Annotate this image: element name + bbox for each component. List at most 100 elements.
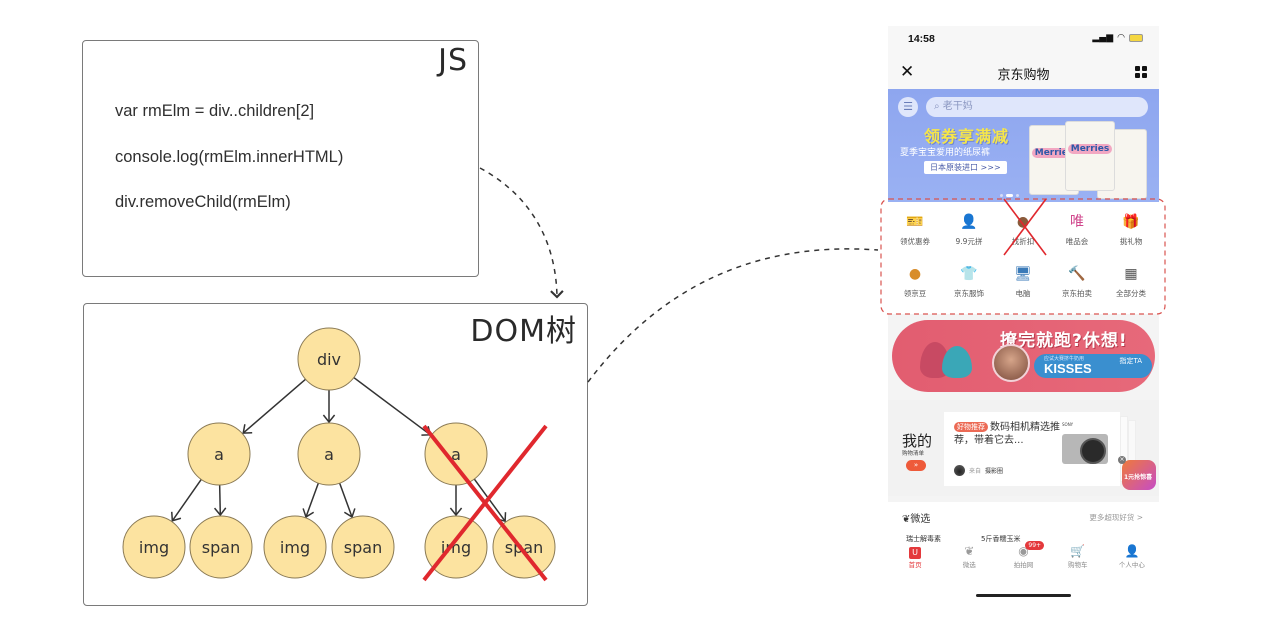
tab-label: 购物车 [1067,561,1088,569]
weixuan-item[interactable]: 5斤香糯玉米 [981,535,1021,543]
profile-icon: 👤 [1124,544,1140,558]
hero-banner[interactable]: ☰ ⌕ 老干妈 领券享满减 夏季宝宝爱用的纸尿裤 日本原装进口 >>> Merr… [888,89,1159,202]
tree-node-leaf: img [263,515,327,579]
shortcut-label: 9.9元拼 [955,237,983,246]
badge: 99+ [1025,541,1045,550]
weixuan-logo-icon: ❦ [902,514,911,525]
shortcut-shirt[interactable]: 👕京东服饰 [942,264,996,299]
tab-label: 拍拍网 [1013,561,1034,569]
recommend-card[interactable]: 数码相机精选推荐，带着它去... 好物推荐 来自 摄影圈 SONY [944,412,1120,486]
tree-node-root: div [297,327,361,391]
tree-edge [242,378,307,434]
tree-node-leaf: span [331,515,395,579]
tab-label: 个人中心 [1118,561,1145,569]
cart-icon: 🛒 [1070,544,1086,558]
nav-bar: ✕ 京东购物 [888,56,1159,89]
promo-cta: 指定TA [1119,357,1142,365]
shortcut-user[interactable]: 👤 9.9元拼 [942,212,996,247]
tab-paipai[interactable]: ◉99+拍拍网 [996,541,1050,574]
tab-weixuan[interactable]: ❦ 微选 [942,544,996,574]
shortcut-computer[interactable]: 🖥电脑 [996,264,1050,299]
shortcut-label: 领京豆 [903,289,927,298]
weixuan-icon: ❦ [964,544,975,558]
shopping-list-card[interactable]: 我的 购物清单 » 数码相机精选推荐，带着它去... 好物推荐 来自 摄影圈 S… [888,400,1159,496]
discount-icon: ● [1016,214,1030,230]
recommend-tag: 好物推荐 [954,422,988,432]
shortcut-label: 京东服饰 [954,289,984,298]
shortcut-gift[interactable]: 🎁挑礼物 [1104,212,1158,247]
shortcut-auction[interactable]: 🔨京东拍卖 [1050,264,1104,299]
shortcut-vip[interactable]: 唯唯品会 [1050,212,1104,247]
camera-image [1062,434,1108,464]
node-label: span [344,538,382,557]
search-placeholder: 老干妈 [942,101,973,112]
node-label: a [451,445,461,464]
banner-cta[interactable]: 日本原装进口 >>> [924,161,1007,174]
tab-profile[interactable]: 👤 个人中心 [1105,544,1159,574]
promo-small-text: 应试大赛挤牛奶用 [1044,356,1085,362]
arrowhead-icon [343,508,356,519]
source-label: 来自 [969,468,982,475]
removed-cross-mark [422,424,548,582]
floating-ad[interactable]: 1元抢惊喜 [1122,460,1156,490]
node-label: div [317,350,341,369]
tree-node: a [424,422,488,486]
bean-icon: ● [908,266,922,282]
close-icon[interactable]: ✕ [900,62,915,82]
vip-icon: 唯 [1070,214,1084,230]
shortcut-label: 领优惠券 [900,237,930,246]
search-input[interactable]: ⌕ 老干妈 [926,97,1148,117]
weixuan-more-link[interactable]: 更多超现好货 > [1089,513,1143,522]
node-label: span [202,538,240,557]
code-line: div.removeChild(rmElm) [115,193,291,211]
close-icon[interactable]: × [1118,456,1126,464]
promo-banner[interactable]: 撩完就跑?休想! 应试大赛挤牛奶用 KISSES 指定TA [892,320,1155,392]
shortcut-label: 全部分类 [1116,289,1146,298]
js-to-dom-connector [479,167,564,299]
js-code-panel: JS var rmElm = div..children[2] console.… [82,40,479,277]
code-line: var rmElm = div..children[2] [115,102,315,120]
coupon-icon: 🎫 [906,214,924,230]
home-indicator[interactable] [976,594,1071,597]
node-label: a [214,445,224,464]
phone-screen: 14:58 ▂▄▆ ◠ ✕ 京东购物 ☰ ⌕ 老干妈 领券享满减 夏季宝宝爱用的… [888,26,1159,606]
promo-pill[interactable]: 应试大赛挤牛奶用 KISSES 指定TA [1034,354,1152,378]
tree-edge [338,482,353,518]
product-image: Merries Merries [1025,119,1147,199]
shortcut-bean[interactable]: ● 领京豆 [888,264,942,299]
weixuan-section: ❦微选 更多超现好货 > 瑞士解毒素 5斤香糯玉米 [888,502,1159,547]
tree-node-leaf: span [189,515,253,579]
shortcut-category[interactable]: ▦ 全部分类 [1104,264,1158,299]
status-bar: 14:58 ▂▄▆ ◠ [888,26,1159,56]
grid-icon[interactable] [1135,66,1147,78]
tree-node: a [297,422,361,486]
js-panel-title: JS [438,43,468,78]
shortcut-discount[interactable]: ●找折扣 [996,212,1050,247]
user-icon: 👤 [960,214,978,230]
status-time: 14:58 [908,33,935,45]
battery-charging-icon [1129,34,1143,42]
carousel-dots[interactable] [1000,194,1019,197]
menu-icon[interactable]: ☰ [898,97,918,117]
shortcut-icon-grid: 🎫领优惠券👤9.9元拼●找折扣唯唯品会🎁挑礼物●领京豆👕京东服饰🖥电脑🔨京东拍卖… [888,202,1159,314]
shortcut-label: 唯品会 [1065,237,1089,246]
category-icon: ▦ [1124,266,1138,282]
banner-headline: 领券享满减 [924,127,1010,146]
node-label: img [139,538,169,557]
signal-icon: ▂▄▆ [1092,33,1114,43]
recommend-source: 来自 摄影圈 [954,465,1003,476]
wifi-icon: ◠ [1117,33,1125,43]
promo-headline: 撩完就跑?休想! [1000,331,1128,351]
weixuan-item[interactable]: 瑞士解毒素 [906,535,941,543]
tab-cart[interactable]: 🛒 购物车 [1051,544,1105,574]
shop-card-subtitle: 购物清单 [902,451,925,457]
banner-subtitle: 夏季宝宝爱用的纸尿裤 [900,148,991,158]
shortcut-coupon[interactable]: 🎫 领优惠券 [888,212,942,247]
tab-label: 微选 [962,561,976,569]
nav-title: 京东购物 [997,68,1050,83]
status-icons: ▂▄▆ ◠ [1092,33,1143,43]
arrowhead-icon [171,511,182,522]
more-button[interactable]: » [906,460,926,471]
